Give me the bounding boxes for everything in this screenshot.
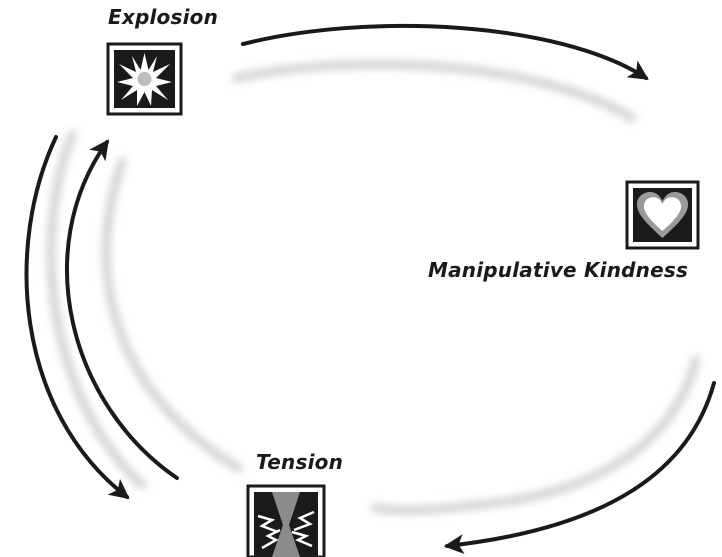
lightning-hourglass-icon [246,484,326,557]
shadow-arc-right [470,355,701,510]
explosion-burst-icon [106,42,183,116]
arrow-explosion-to-kindness [241,23,649,80]
cycle-arrows [24,23,716,555]
shadow-arc-bottom-right [370,500,480,515]
arrow-kindness-to-tension [443,381,716,555]
stage-label-tension: Tension [256,450,344,474]
heart-icon [625,180,700,250]
shadow-arcs [46,59,701,515]
arrow-explosion-to-tension-outer [24,135,130,500]
shadow-arc-left-inner [102,157,243,473]
stage-label-manipulative-kindness: Manipulative Kindness [428,258,689,282]
arrow-tension-to-explosion-inner [65,139,179,480]
shadow-arc-top [231,59,637,123]
stage-label-explosion: Explosion [108,5,219,29]
shadow-arc-left-outer [46,130,147,490]
